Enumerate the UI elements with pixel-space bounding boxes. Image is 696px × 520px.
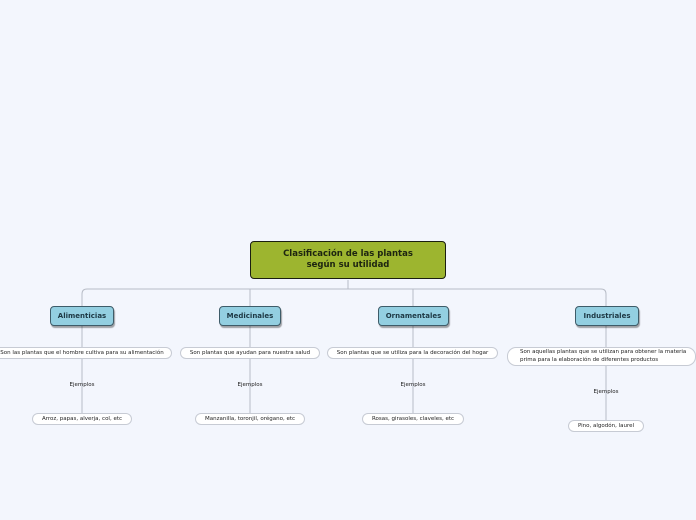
root-title: Clasificación de las plantas según su ut… — [283, 249, 413, 270]
description-text: Son aquellas plantas que se utilizan par… — [520, 349, 687, 363]
category-alimenticias[interactable]: Alimenticias — [50, 306, 114, 326]
category-label: Ornamentales — [385, 312, 442, 320]
description-medicinales[interactable]: Son plantas que ayudan para nuestra salu… — [180, 347, 320, 359]
description-industriales[interactable]: Son aquellas plantas que se utilizan par… — [507, 347, 696, 366]
description-text: Son las plantas que el hombre cultiva pa… — [0, 350, 164, 356]
examples-ornamentales[interactable]: Rosas, girasoles, claveles, etc — [362, 413, 464, 425]
examples-label-alimenticias: Ejemplos — [69, 382, 95, 388]
category-medicinales[interactable]: Medicinales — [219, 306, 281, 326]
examples-text: Manzanilla, toronjil, orégano, etc — [204, 416, 296, 422]
examples-label-medicinales: Ejemplos — [237, 382, 263, 388]
category-label: Industriales — [583, 312, 631, 320]
description-ornamentales[interactable]: Son plantas que se utiliza para la decor… — [327, 347, 498, 359]
examples-text: Arroz, papas, alverja, col, etc — [41, 416, 123, 422]
examples-industriales[interactable]: Pino, algodón, laurel — [568, 420, 644, 432]
examples-text: Rosas, girasoles, claveles, etc — [371, 416, 455, 422]
examples-label-ornamentales: Ejemplos — [400, 382, 426, 388]
description-text: Son plantas que ayudan para nuestra salu… — [189, 350, 311, 356]
category-ornamentales[interactable]: Ornamentales — [378, 306, 449, 326]
examples-alimenticias[interactable]: Arroz, papas, alverja, col, etc — [32, 413, 132, 425]
examples-medicinales[interactable]: Manzanilla, toronjil, orégano, etc — [195, 413, 305, 425]
category-label: Medicinales — [226, 312, 274, 320]
root-topic[interactable]: Clasificación de las plantas según su ut… — [250, 241, 446, 279]
examples-text: Pino, algodón, laurel — [577, 423, 635, 429]
category-label: Alimenticias — [57, 312, 107, 320]
category-industriales[interactable]: Industriales — [575, 306, 639, 326]
examples-label-industriales: Ejemplos — [593, 389, 619, 395]
description-alimenticias[interactable]: Son las plantas que el hombre cultiva pa… — [0, 347, 172, 359]
description-text: Son plantas que se utiliza para la decor… — [336, 350, 489, 356]
